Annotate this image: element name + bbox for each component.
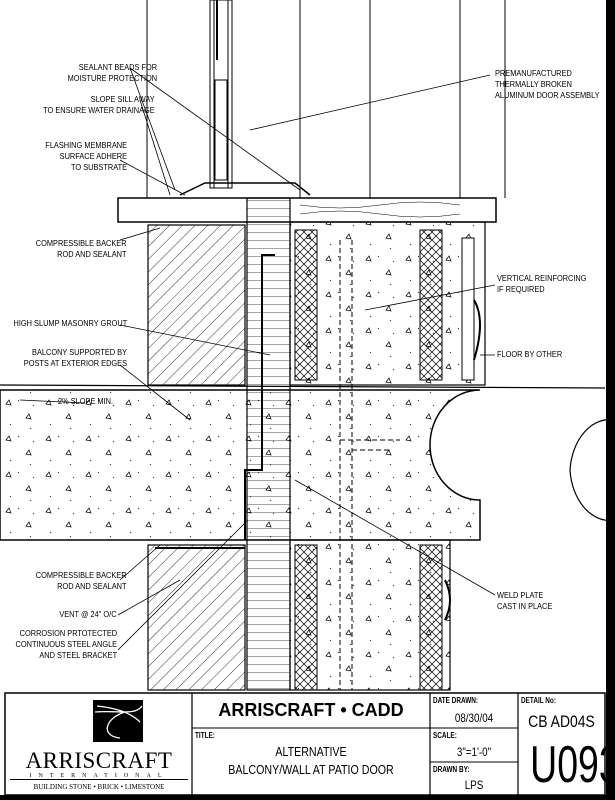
date-label: DATE DRAWN: xyxy=(433,696,479,705)
lower-masonry xyxy=(147,544,246,691)
callout-sealant-beads: SEALANT BEADS FOR MOISTURE PROTECTION xyxy=(67,62,157,83)
arriscraft-logo-mark xyxy=(93,700,143,742)
leader-lines xyxy=(19,67,496,651)
logo-sub: INTERNATIONAL xyxy=(10,773,188,780)
upper-masonry xyxy=(147,224,246,386)
sill xyxy=(117,197,497,223)
callout-masonry-grout: HIGH SLUMP MASONRY GROUT xyxy=(13,318,127,328)
callout-steel-angle: CORROSION PRTOTECTED CONTINUOUS STEEL AN… xyxy=(15,628,117,660)
logo-name: ARRISCRAFT xyxy=(25,748,173,773)
callout-door-assembly: PREMANUFACTURED THERMALLY BROKEN ALUMINU… xyxy=(495,68,600,100)
title-line-2: BALCONY/WALL AT PATIO DOOR xyxy=(228,762,394,777)
callout-flashing-membrane: FLASHING MEMBRANE SURFACE ADHERE TO SUBS… xyxy=(45,140,127,172)
balcony-slab xyxy=(0,389,481,541)
title-line-1: ALTERNATIVE xyxy=(275,744,347,759)
callout-backer-rod-upper: COMPRESSIBLE BACKER ROD AND SEALANT xyxy=(36,238,127,259)
callout-weld-plate: WELD PLATE CAST IN PLACE xyxy=(497,590,553,611)
callout-vertical-reinforcing: VERTICAL REINFORCING IF REQUIRED xyxy=(497,273,587,294)
company-name: ARRISCRAFT • CADD xyxy=(218,700,404,720)
callout-slope-min: 2% SLOPE MIN. xyxy=(58,396,114,406)
upper-concrete xyxy=(289,221,486,386)
scale-value: 3"=1'-0" xyxy=(456,745,492,759)
callout-vent: VENT @ 24" O/C xyxy=(59,609,117,619)
title-block-frame xyxy=(4,692,606,796)
callout-backer-rod-lower: COMPRESSIBLE BACKER ROD AND SEALANT xyxy=(36,570,127,591)
detail-label: DETAIL No: xyxy=(521,696,556,705)
drawn-by-value: LPS xyxy=(464,778,484,792)
detail-number: U093 xyxy=(530,736,615,794)
callout-slope-sill: SLOPE SILL AWAY TO ENSURE WATER DRAINAGE xyxy=(43,94,155,115)
door-frame xyxy=(146,0,506,198)
callout-balcony-posts: BALCONY SUPPORTED BY POSTS AT EXTERIOR E… xyxy=(23,347,127,368)
logo-tagline: BUILDING STONE • BRICK • LIMESTONE xyxy=(33,783,165,791)
date-value: 08/30/04 xyxy=(454,711,494,725)
drawn-by-label: DRAWN BY: xyxy=(433,765,470,774)
title-label: TITLE: xyxy=(195,731,215,740)
scale-label: SCALE: xyxy=(433,731,457,740)
detail-code: CB AD04S xyxy=(528,712,595,731)
callout-floor-by-other: FLOOR BY OTHER xyxy=(497,349,563,359)
